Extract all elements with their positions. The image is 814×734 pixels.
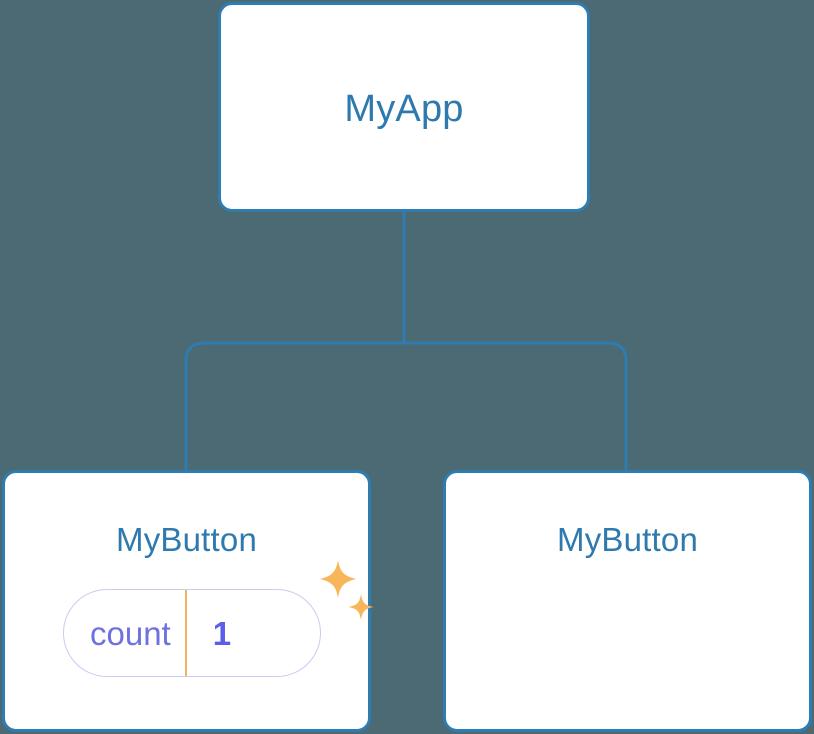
node-title-child-1: MyButton [116,521,257,558]
node-card-root[interactable]: MyApp [218,2,590,212]
node-title-root: MyApp [344,88,464,130]
state-value-child-1: 1 [184,590,257,676]
connector-branch-bus [184,341,628,470]
node-card-child-2[interactable]: MyButton [443,470,812,732]
state-key-child-1: count [90,614,171,652]
node-title-child-2: MyButton [557,521,698,558]
state-pill-inner-child-1[interactable]: count 1 [63,589,321,677]
